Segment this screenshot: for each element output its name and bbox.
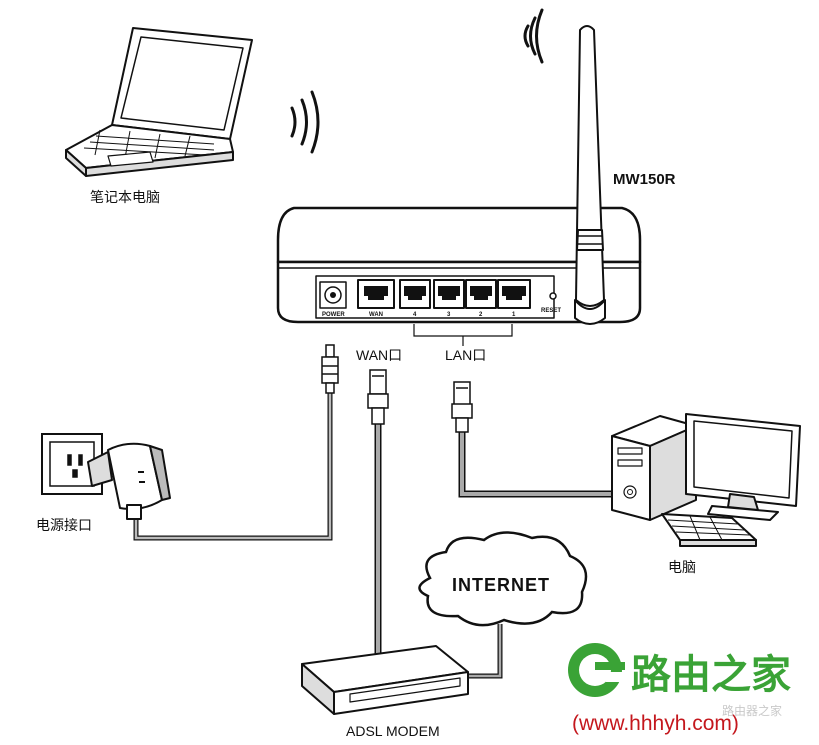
wan-callout: WAN口 bbox=[356, 347, 402, 363]
cloud-icon bbox=[418, 531, 588, 627]
modem-label: ADSL MODEM bbox=[346, 723, 440, 739]
model-label: MW150R bbox=[613, 171, 676, 188]
laptop-label: 笔记本电脑 bbox=[90, 189, 160, 205]
lan-port-label-4: 4 bbox=[413, 312, 417, 318]
lan-port-label-3: 3 bbox=[447, 312, 451, 318]
lan-port-label-1: 1 bbox=[512, 312, 516, 318]
brand-logo-text: 路由之家 bbox=[631, 653, 791, 697]
router-icon bbox=[276, 206, 642, 324]
laptop-icon bbox=[65, 27, 253, 177]
wifi-waves-icon bbox=[290, 90, 320, 154]
adsl-modem-icon bbox=[301, 645, 469, 715]
monitor-icon bbox=[685, 413, 801, 521]
lan-bracket bbox=[413, 324, 513, 346]
desktop-pc-icon bbox=[611, 415, 697, 521]
internet-label: INTERNET bbox=[452, 575, 550, 595]
lan-cable bbox=[458, 428, 612, 498]
wifi-waves-icon bbox=[523, 8, 544, 64]
antenna-icon bbox=[574, 25, 606, 325]
wan-port-label: WAN bbox=[369, 312, 383, 318]
reset-label: RESET bbox=[541, 308, 561, 314]
lan-callout: LAN口 bbox=[445, 347, 486, 363]
keyboard-icon bbox=[661, 513, 757, 547]
power-port-label: POWER bbox=[322, 312, 345, 318]
ethernet-plug-icon bbox=[451, 381, 473, 433]
brand-watermark: 路由器之家 bbox=[722, 703, 782, 718]
lan-port-label-2: 2 bbox=[479, 312, 483, 318]
power-socket-label: 电源接口 bbox=[36, 517, 92, 533]
internet-link bbox=[468, 624, 503, 679]
power-adapter-icon bbox=[87, 442, 171, 520]
router-logo-icon bbox=[568, 643, 626, 697]
brand-url: (www.hhhyh.com) bbox=[572, 712, 739, 735]
power-plug-icon bbox=[321, 344, 339, 394]
ethernet-plug-icon bbox=[367, 369, 389, 425]
desktop-label: 电脑 bbox=[668, 559, 696, 575]
